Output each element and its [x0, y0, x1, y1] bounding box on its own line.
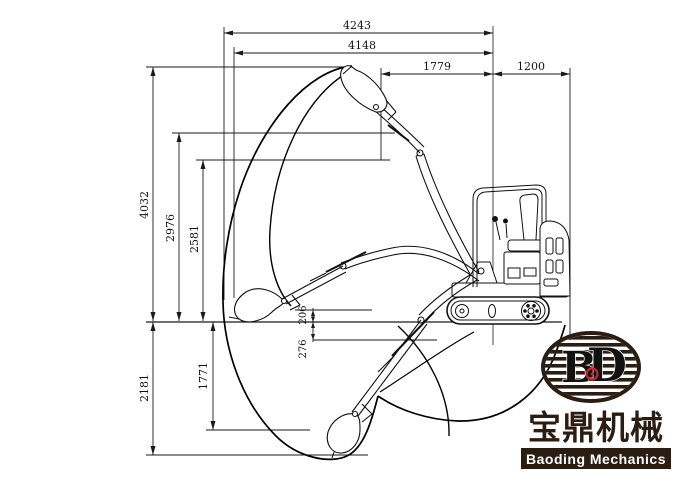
dim-label-2976: 2976 — [164, 214, 177, 242]
vent-slot — [555, 259, 564, 274]
dim-label-1771: 1771 — [197, 362, 210, 390]
company-name-bar: Baoding Mechanics — [521, 448, 671, 469]
logo-spiral-dot — [590, 372, 594, 376]
dimension-arrowheads — [150, 30, 570, 455]
bucket-cylinder — [387, 124, 410, 142]
boom-pose-down — [326, 274, 478, 459]
logo-oval-ring — [541, 331, 641, 403]
logo-letter-d: D — [587, 338, 627, 392]
dim-label-206: 206 — [298, 305, 309, 324]
envelope-inner-arc-2 — [397, 325, 450, 437]
control-levers — [492, 216, 508, 241]
drive-sprocket — [521, 301, 541, 321]
vent-slot — [555, 237, 564, 255]
vent-slot — [545, 237, 554, 255]
envelope-outer-curve — [222, 65, 379, 461]
bucket-down — [326, 413, 361, 454]
dim-label-276: 276 — [298, 339, 309, 358]
operator-seat — [503, 193, 543, 285]
bucket-reach — [233, 288, 285, 323]
dim-label-1779: 1779 — [423, 60, 451, 73]
dim-label-1200: 1200 — [517, 60, 545, 73]
excavator-body — [446, 184, 571, 325]
company-name-english: Baoding Mechanics — [526, 450, 666, 467]
dim-label-4148: 4148 — [348, 39, 376, 52]
boom-pose-reach — [228, 245, 480, 323]
boom-pose-up — [340, 65, 480, 275]
arm-cylinder — [325, 251, 367, 273]
vent-slot — [543, 278, 559, 287]
engine-cover — [539, 220, 571, 297]
logo-monogram: B D — [561, 337, 628, 392]
company-name-chinese: 宝鼎机械 — [528, 408, 664, 447]
company-logo: B D 宝鼎机械 Baoding Mechanics — [521, 329, 671, 469]
dim-label-2581: 2581 — [188, 225, 201, 253]
logo-letter-b: B — [561, 343, 597, 392]
dimension-labels: 4243 4148 1779 1200 4032 2976 2581 2181 … — [138, 19, 545, 402]
envelope-inner-arc-3 — [379, 331, 475, 393]
track-assembly — [446, 296, 550, 325]
envelope-inner-arc-1 — [268, 71, 349, 307]
logo-emblem: B D — [541, 331, 641, 403]
idler-wheel — [455, 304, 469, 318]
dim-label-4032: 4032 — [138, 191, 151, 219]
dim-label-2181: 2181 — [138, 374, 151, 402]
working-envelope-curves — [222, 65, 566, 461]
bucket-up — [340, 65, 388, 113]
logo-spiral — [585, 367, 599, 381]
boom-cylinder — [391, 311, 435, 357]
canopy-frame — [472, 184, 547, 287]
vent-slot — [545, 259, 554, 274]
dim-label-4243: 4243 — [343, 19, 371, 32]
